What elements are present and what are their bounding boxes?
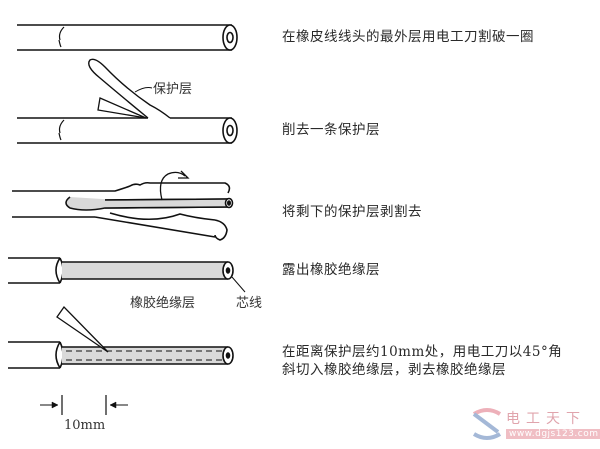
watermark-url: www.dgjs123.com [506,429,600,439]
rubber-insulation-label: 橡胶绝缘层 [130,296,196,311]
step2-caption: 削去一条保护层 [282,122,380,138]
step3-cable [12,170,234,241]
core-wire-label: 芯线 [236,296,263,311]
step4-cable [8,257,246,293]
step5-caption-line2: 斜切入橡胶绝缘层，剥去橡胶绝缘层 [282,362,506,378]
watermark-title: 电工天下 [506,411,586,427]
step2-cable [17,58,238,144]
watermark-logo-icon [472,408,502,440]
step1-cable [17,24,238,51]
step1-caption: 在橡皮线线头的最外层用电工刀割破一圈 [282,29,534,45]
step3-caption: 将剩下的保护层剥割去 [282,204,422,220]
step4-caption: 露出橡胶绝缘层 [282,262,380,278]
step5-cable [8,305,234,415]
watermark: 电工天下 www.dgjs123.com [470,406,600,444]
step5-caption-line1: 在距离保护层约10mm处，用电工刀以45°角 [282,344,563,360]
dimension-label: 10mm [64,418,106,433]
protective-layer-label: 保护层 [153,82,193,97]
